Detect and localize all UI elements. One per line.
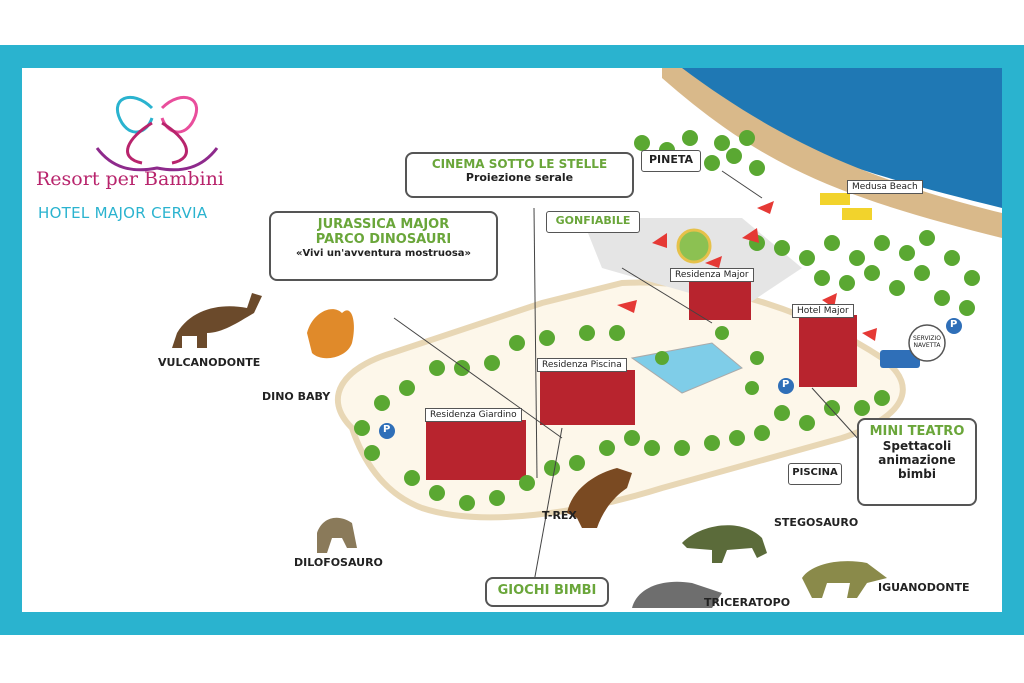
label-residenza-major: Residenza Major [670,268,754,282]
dinosaur-iguanodonte [802,561,887,598]
beach [662,68,1002,238]
jurassica-title-1: JURASSICA MAJOR [317,217,450,232]
callout-mini-teatro: MINI TEATRO Spettacoli animazione bimbi [857,418,977,506]
mini-teatro-line-1: Spettacoli [882,438,952,453]
building-residenza-piscina [540,370,635,425]
dinosaur-stegosauro [682,525,767,563]
brand-subtitle: HOTEL MAJOR CERVIA [38,204,208,222]
dinosaur-t-rex [567,468,632,528]
callout-cinema: CINEMA SOTTO LE STELLE Proiezione serale [405,152,634,198]
callout-pineta: PINETA [641,150,701,172]
label-stegosauro: STEGOSAURO [774,516,859,529]
butterfly-logo [95,95,219,172]
parking-label-1: P [383,424,391,435]
resort-map-drawing [95,68,1002,608]
building-residenza-major [689,280,751,320]
label-dilofosauro: DILOFOSAURO [294,556,383,569]
building-residenza-giardino [426,420,526,480]
label-medusa-beach: Medusa Beach [847,180,923,194]
label-hotel-major: Hotel Major [792,304,854,318]
parking-signs [379,318,962,439]
callout-giochi-bimbi: GIOCHI BIMBI [485,577,609,607]
dinosaur-dilofosauro [317,517,357,553]
roundabout [676,228,712,264]
piscina-title: PISCINA [792,467,838,478]
label-t-rex: T-REX [542,509,577,522]
cinema-title: CINEMA SOTTO LE STELLE [431,157,608,171]
mini-teatro-title: MINI TEATRO [869,424,965,439]
building-hotel-major [799,315,857,387]
pineta-title: PINETA [648,153,694,166]
shuttle-bus [880,350,920,368]
label-dino-baby: DINO BABY [262,390,331,403]
parking-label-3: P [950,319,958,330]
jurassica-title-2: PARCO DINOSAURI [315,231,452,247]
giochi-title: GIOCHI BIMBI [497,583,597,598]
label-residenza-piscina: Residenza Piscina [537,358,627,372]
map-frame: Resort per Bambini HOTEL MAJOR CERVIA CI… [0,45,1024,635]
cinema-sub: Proiezione serale [465,170,574,184]
dinosaur-triceratopo [632,581,722,608]
callout-piscina: PISCINA [788,463,842,485]
dinosaur-dino-baby [307,309,354,359]
gonfiabile-title: GONFIABILE [555,214,631,227]
label-navetta: SERVIZIO NAVETTA [913,335,941,349]
label-residenza-giardino: Residenza Giardino [425,408,522,422]
callout-jurassica: JURASSICA MAJOR PARCO DINOSAURI «Vivi un… [269,211,498,281]
brand-title: Resort per Bambini [36,168,224,190]
jurassica-sub: «Vivi un'avventura mostruosa» [295,247,472,259]
mini-teatro-line-2: animazione [878,452,956,467]
parking-label-2: P [782,379,790,390]
label-vulcanodonte: VULCANODONTE [158,356,261,369]
callout-gonfiabile: GONFIABILE [546,211,640,233]
sea [672,68,1002,208]
mini-teatro-line-3: bimbi [898,466,936,481]
label-triceratopo: TRICERATOPO [704,596,791,609]
label-iguanodonte: IGUANODONTE [878,581,970,594]
map-canvas: Resort per Bambini HOTEL MAJOR CERVIA CI… [22,68,1002,612]
dinosaur-vulcanodonte [172,293,262,348]
